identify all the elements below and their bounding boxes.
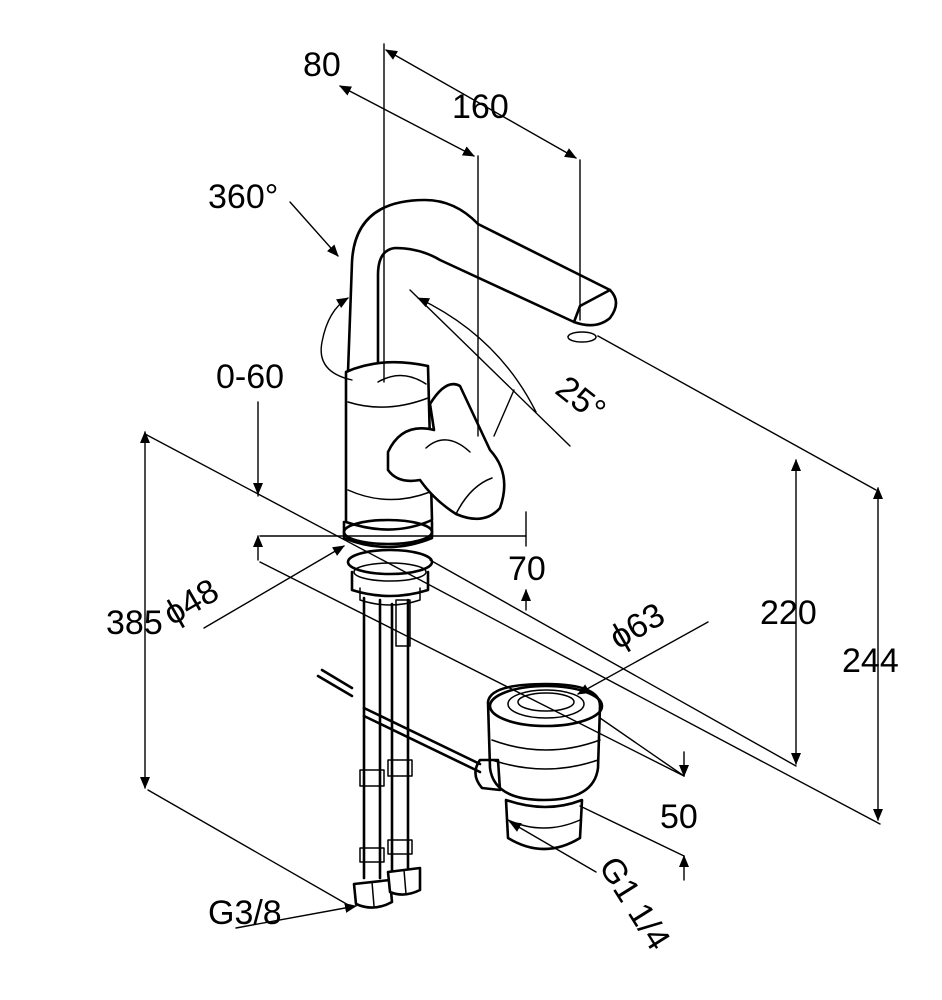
- pop-up-drain: [474, 682, 604, 851]
- label-drain-height: 50: [660, 798, 698, 836]
- mounting-base: [346, 548, 434, 647]
- supply-connectors: [352, 866, 422, 909]
- label-overall-height: 244: [842, 642, 899, 680]
- label-base-diameter: ϕ48: [157, 572, 225, 633]
- label-total-height: 385: [106, 604, 163, 642]
- label-lever-range: 0-60: [216, 358, 284, 396]
- rotation-indicator: [320, 297, 353, 381]
- label-rotation: 360°: [208, 178, 278, 216]
- drain-rod: [316, 668, 482, 774]
- faucet-lever: [386, 382, 506, 521]
- label-base-height: 70: [508, 550, 546, 588]
- faucet-body: [342, 360, 434, 549]
- label-spout-offset: 80: [303, 46, 341, 84]
- supply-hoses: [359, 596, 413, 880]
- faucet-spout: [346, 198, 618, 384]
- label-lever-angle: 25°: [549, 369, 613, 431]
- label-drain-thread: G1 1/4: [591, 850, 677, 957]
- label-spout-reach: 160: [452, 88, 509, 126]
- dimension-lines: [140, 43, 883, 929]
- label-supply-thread: G3/8: [208, 894, 282, 932]
- label-outlet-height: 220: [760, 594, 817, 632]
